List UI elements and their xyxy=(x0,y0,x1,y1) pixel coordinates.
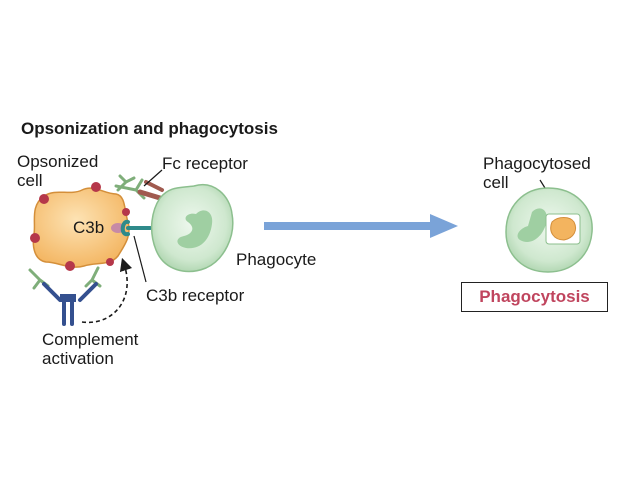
phagocytosis-result-label: Phagocytosis xyxy=(479,287,590,306)
c3b-label: C3b xyxy=(73,218,105,237)
c3b-receptor-label: C3b receptor xyxy=(146,286,245,305)
fc-receptor-leader xyxy=(143,169,163,187)
opsonized-cell-label-line2: cell xyxy=(17,171,43,190)
complement-activation-arrow xyxy=(81,257,133,324)
phagocytosed-cell-label-line2: cell xyxy=(483,173,509,192)
phagocyte xyxy=(150,183,234,273)
phagocytosis-result-box: Phagocytosis xyxy=(461,282,608,312)
antibody xyxy=(42,282,98,326)
opsonized-cell-label-line1: Opsonized xyxy=(17,152,99,171)
diagram-title: Opsonization and phagocytosis xyxy=(21,119,278,138)
c3b-receptor xyxy=(120,219,152,237)
process-arrow xyxy=(264,214,458,238)
phagocytosed-cell-label-line1: Phagocytosed xyxy=(483,154,591,173)
opsonized-cell xyxy=(30,182,130,271)
c3b-receptor-leader xyxy=(133,235,147,283)
fc-receptor xyxy=(114,178,164,201)
complement-activation-label-line2: activation xyxy=(42,349,114,368)
phagocyte-with-engulfed-cell xyxy=(505,187,593,273)
phagocyte-label: Phagocyte xyxy=(236,250,317,269)
fc-receptor-label: Fc receptor xyxy=(162,154,248,173)
complement-activation-label-line1: Complement xyxy=(42,330,139,349)
